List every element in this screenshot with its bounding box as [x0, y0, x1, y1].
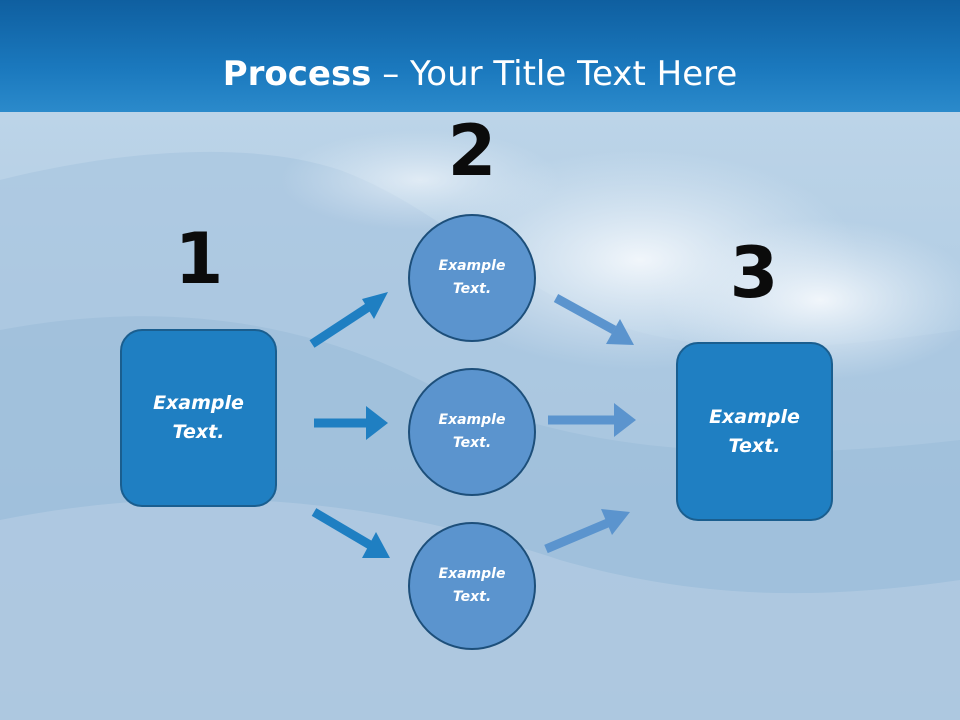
left-process-box: Example Text. [120, 329, 277, 507]
arrow-left-to-middle [314, 406, 388, 440]
title-band [0, 0, 960, 112]
right-process-box: Example Text. [676, 342, 833, 521]
step-number-1: 1 [174, 218, 224, 300]
arrow-bottom-to-right [544, 509, 630, 554]
circle-bottom-label: Example Text. [438, 566, 506, 605]
arrow-left-to-bottom [311, 508, 390, 558]
arrow-left-to-top [309, 292, 388, 348]
right-box-label: Example Text. [709, 405, 800, 457]
step-number-2: 2 [447, 110, 497, 192]
arrow-top-to-right [553, 294, 634, 345]
slide-title: Process – Your Title Text Here [0, 52, 960, 96]
title-bold: Process [222, 54, 372, 94]
circle-middle-label: Example Text. [438, 412, 506, 451]
title-rest: – Your Title Text Here [371, 54, 738, 94]
process-circle-top: Example Text. [408, 214, 536, 342]
circle-top-label: Example Text. [438, 258, 506, 297]
step-number-3: 3 [729, 232, 779, 314]
process-circle-middle: Example Text. [408, 368, 536, 496]
left-box-label: Example Text. [153, 392, 244, 443]
arrow-middle-to-right [548, 403, 636, 437]
process-circle-bottom: Example Text. [408, 522, 536, 650]
